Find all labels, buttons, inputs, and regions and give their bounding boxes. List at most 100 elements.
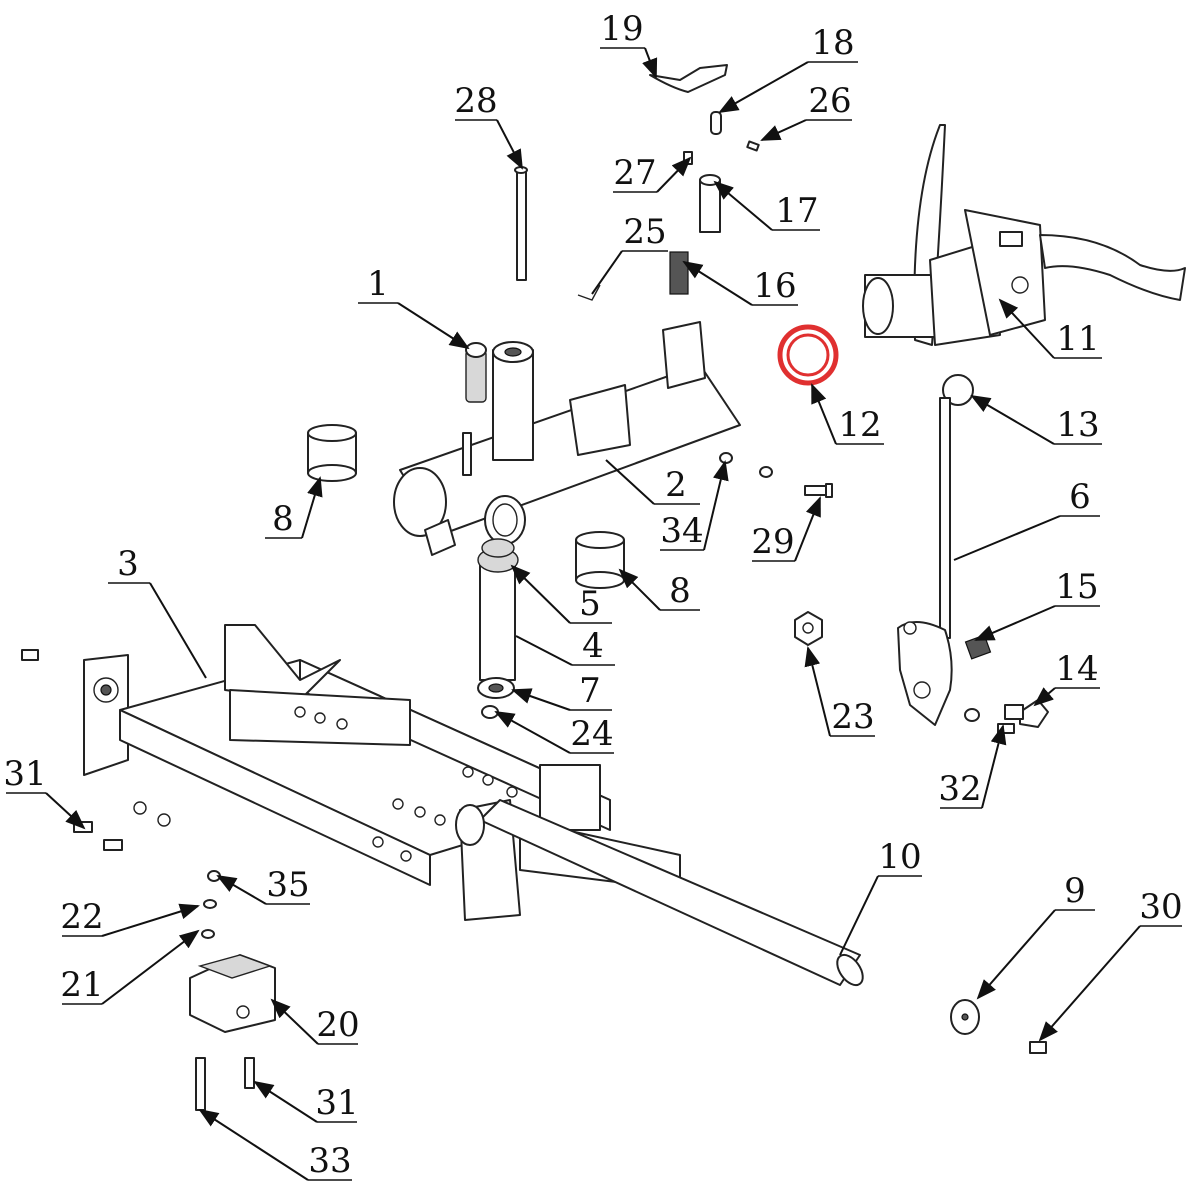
callout-label: 12 (838, 405, 881, 445)
callout-label: 6 (1069, 477, 1091, 517)
callout-label: 9 (1064, 871, 1086, 911)
part-32-nut (964, 708, 980, 722)
callout-leader-line (642, 47, 658, 79)
callout-leader-line (974, 605, 1056, 641)
callout-label: 17 (775, 191, 818, 231)
callout-c23: 23 (804, 646, 875, 737)
callout-label: 4 (582, 626, 604, 666)
part-2-tube (393, 321, 741, 556)
callout-c7: 7 (511, 671, 612, 711)
callout-label: 25 (623, 212, 666, 252)
callout-label: 8 (272, 499, 294, 539)
callout-label: 34 (660, 511, 703, 551)
small-parts-top (577, 64, 760, 301)
callout-label: 13 (1056, 405, 1099, 445)
parts-drawing (21, 64, 1186, 1111)
callout-c14: 14 (1033, 649, 1100, 707)
callout-label: 31 (3, 754, 46, 794)
callout-c21: 21 (60, 929, 200, 1005)
callout-c12: 12 (811, 383, 884, 445)
callout-c34: 34 (660, 460, 729, 551)
callout-leader-line (45, 792, 86, 830)
callout-c4: 4 (515, 626, 615, 666)
callout-leader-line (718, 61, 809, 113)
callout-c28: 28 (454, 81, 523, 170)
callout-c6: 6 (953, 477, 1100, 561)
part-9-washer (950, 999, 980, 1035)
callout-label: 29 (751, 522, 794, 562)
callout-c3: 3 (108, 544, 207, 679)
callout-label: 16 (753, 266, 796, 306)
callout-leader-line (713, 180, 773, 231)
callout-label: 28 (454, 81, 497, 121)
callout-label: 31 (315, 1083, 358, 1123)
part-11-handle-assembly (862, 124, 1186, 346)
callout-c8b: 8 (618, 568, 700, 611)
callout-c16: 16 (682, 260, 798, 306)
callout-leader-line (515, 635, 573, 666)
callout-leader-line (794, 496, 821, 562)
part-30-bolt (1029, 1041, 1047, 1054)
callout-label: 32 (938, 769, 981, 809)
callout-leader-line (494, 711, 571, 754)
callout-label: 26 (808, 81, 851, 121)
callout-c2: 2 (605, 459, 700, 505)
callout-c31a: 31 (3, 754, 86, 830)
part-8-bushing-left (307, 424, 357, 482)
callout-label: 30 (1139, 887, 1182, 927)
callout-leader-line (198, 1108, 309, 1181)
callout-leader-line (618, 568, 661, 611)
callout-c19: 19 (600, 9, 658, 79)
callout-c10: 10 (839, 837, 922, 956)
callout-c5: 5 (510, 564, 612, 624)
callout-leader-line (1033, 687, 1056, 707)
callout-leader-line (591, 250, 623, 295)
callout-leader-line (253, 1080, 318, 1123)
part-28-long-pin (514, 166, 528, 281)
callout-label: 10 (878, 837, 921, 877)
callout-leader-line (953, 515, 1061, 561)
callout-leader-line (496, 119, 523, 170)
callout-leader-line (301, 476, 323, 539)
callout-leader-line (149, 582, 207, 679)
callout-label: 22 (60, 897, 103, 937)
callout-c30: 30 (1038, 887, 1183, 1042)
callout-leader-line (998, 298, 1055, 359)
callout-c15: 15 (974, 567, 1100, 641)
part-12-gasket (777, 324, 839, 386)
callout-c18: 18 (718, 23, 858, 113)
callout-leader-line (804, 646, 831, 737)
callout-c25: 25 (591, 212, 668, 295)
callout-c33: 33 (198, 1108, 352, 1181)
callout-label: 8 (669, 571, 691, 611)
callout-c17: 17 (713, 180, 820, 231)
part-3-frame (83, 624, 681, 921)
part-21-washer (201, 929, 215, 939)
callout-label: 1 (367, 264, 389, 304)
callout-label: 15 (1055, 567, 1098, 607)
callout-c1: 1 (358, 264, 470, 350)
callout-c29: 29 (751, 496, 821, 562)
callout-leader-line (397, 302, 470, 350)
callout-label: 35 (266, 865, 309, 905)
part-14-bolt (1004, 699, 1049, 728)
callout-leader-line (511, 688, 571, 711)
callout-leader-line (216, 874, 267, 905)
callout-leader-line (656, 156, 692, 193)
callout-label: 23 (831, 697, 874, 737)
callout-leader-line (703, 460, 729, 551)
callout-leader-line (839, 875, 879, 956)
part-20-block (189, 954, 276, 1033)
part-34-nut-a (719, 452, 733, 464)
callout-label: 19 (600, 9, 643, 49)
callout-leader-line (101, 903, 200, 937)
part-33-pin (195, 1057, 206, 1111)
callout-c24: 24 (494, 711, 614, 754)
callout-leader-line (101, 929, 200, 1005)
callout-label: 20 (316, 1005, 359, 1045)
callout-c22: 22 (60, 897, 200, 937)
callout-c11: 11 (998, 298, 1102, 359)
callout-c26: 26 (760, 81, 852, 141)
callout-leader-line (270, 998, 319, 1045)
